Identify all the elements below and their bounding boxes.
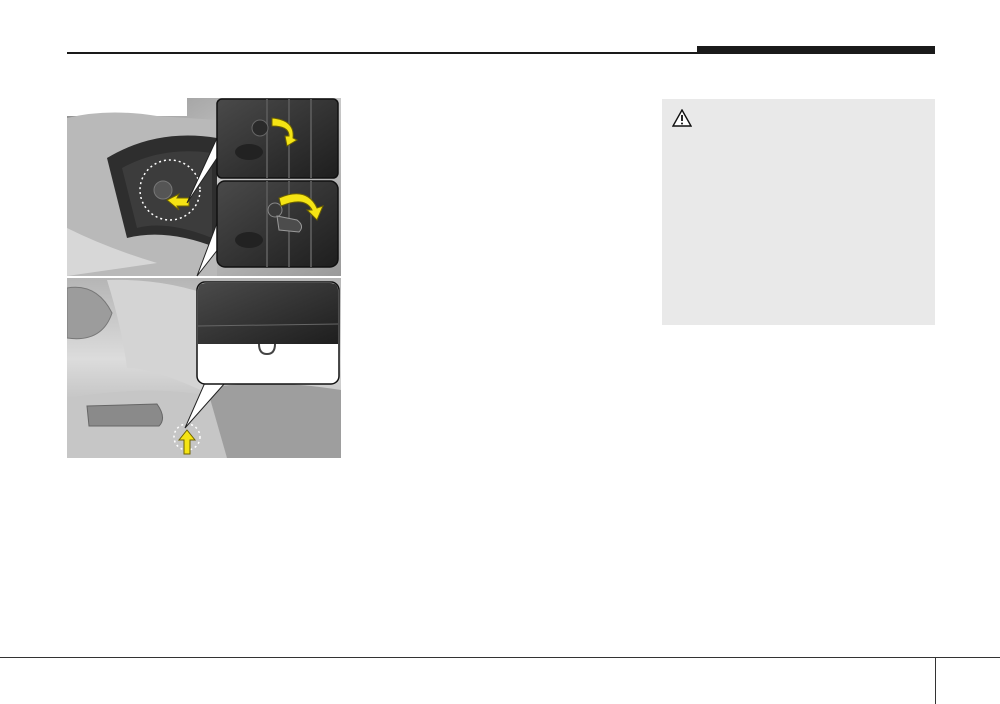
arrow-rotate-icon bbox=[271, 117, 299, 147]
footer-rule bbox=[0, 657, 1000, 658]
arrow-push-icon bbox=[166, 192, 190, 211]
footer-page-divider bbox=[935, 657, 936, 704]
arrow-rotate-icon bbox=[278, 193, 324, 221]
header-rule bbox=[67, 52, 935, 54]
rear-hook-detail-icon bbox=[196, 281, 340, 385]
warning-box bbox=[662, 99, 935, 325]
tow-hook-cover-icon bbox=[216, 98, 339, 179]
warning-triangle-icon bbox=[672, 109, 692, 127]
header-section-tab bbox=[697, 46, 935, 54]
arrow-up-icon bbox=[177, 429, 197, 455]
tow-hook-illustration bbox=[67, 98, 341, 458]
tow-hook-icon bbox=[216, 180, 339, 268]
